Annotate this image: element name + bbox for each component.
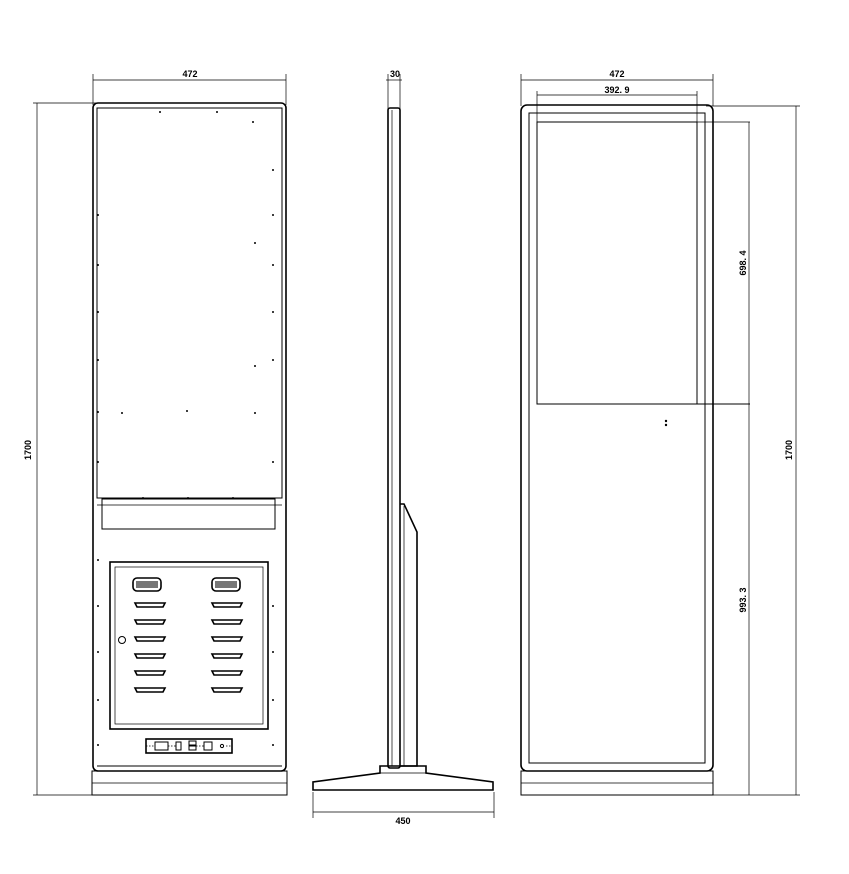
mounting-hole [97,411,99,413]
back-lower-height-label: 993. 3 [738,587,748,612]
front-height-label: 1700 [23,440,33,460]
front-body-outline [92,102,287,772]
mounting-hole [272,169,274,171]
vent-slot [133,602,167,608]
vent-slot [133,653,167,659]
mounting-hole [232,497,234,499]
front-view: 472 1700 [23,69,288,796]
mounting-hole [97,559,99,561]
mounting-hole [252,121,254,123]
vent-slot [133,619,167,625]
mounting-hole [254,242,256,244]
front-width-label: 472 [182,69,197,79]
mounting-hole [216,111,218,113]
vent-slot [133,687,167,693]
mounting-hole [254,365,256,367]
mounting-hole [254,412,256,414]
mounting-hole [272,651,274,653]
side-view: 30 450 [312,69,495,826]
side-base-foot [312,765,494,791]
back-width-label: 472 [609,69,624,79]
mounting-hole [272,214,274,216]
lock-icon [118,636,126,644]
mounting-hole [272,605,274,607]
mounting-hole [272,744,274,746]
speaker-grille-left [132,577,162,592]
back-upper-panel [536,121,698,405]
side-rear-housing [400,503,418,767]
side-base-width-label: 450 [395,816,410,826]
back-view: 472 392. 9 698. 4 993. 3 1700 [520,69,800,796]
back-inner-frame [528,112,706,764]
mounting-holes [97,111,274,746]
front-access-panel [109,561,269,730]
mounting-hole [272,461,274,463]
side-thickness-label: 30 [390,69,400,79]
mounting-hole [97,744,99,746]
mounting-hole [186,410,188,412]
mounting-hole [142,497,144,499]
mounting-hole [97,359,99,361]
side-pole [387,107,401,769]
mounting-hole [97,699,99,701]
vent-slot [210,602,244,608]
mounting-hole [187,497,189,499]
speaker-grille-right [211,577,241,592]
mounting-hole [97,651,99,653]
mounting-hole [121,412,123,414]
back-body-outline [520,104,714,772]
back-upper-height-label: 698. 4 [738,250,748,275]
mounting-hole [97,214,99,216]
vent-slots [133,602,244,693]
vent-slot [210,636,244,642]
vent-slot [210,653,244,659]
mounting-hole [97,311,99,313]
vent-slot [210,687,244,693]
vent-slot [210,670,244,676]
mounting-hole [97,461,99,463]
mounting-hole [272,359,274,361]
back-inner-width-label: 392. 9 [604,85,629,95]
back-height-label: 1700 [784,440,794,460]
mounting-hole [272,264,274,266]
vent-slot [210,619,244,625]
mounting-hole [97,605,99,607]
mounting-hole [159,111,161,113]
vent-slot [133,670,167,676]
front-screen-area [96,107,283,499]
mounting-hole [272,311,274,313]
vent-slot [133,636,167,642]
mounting-hole [272,699,274,701]
mounting-hole [97,264,99,266]
